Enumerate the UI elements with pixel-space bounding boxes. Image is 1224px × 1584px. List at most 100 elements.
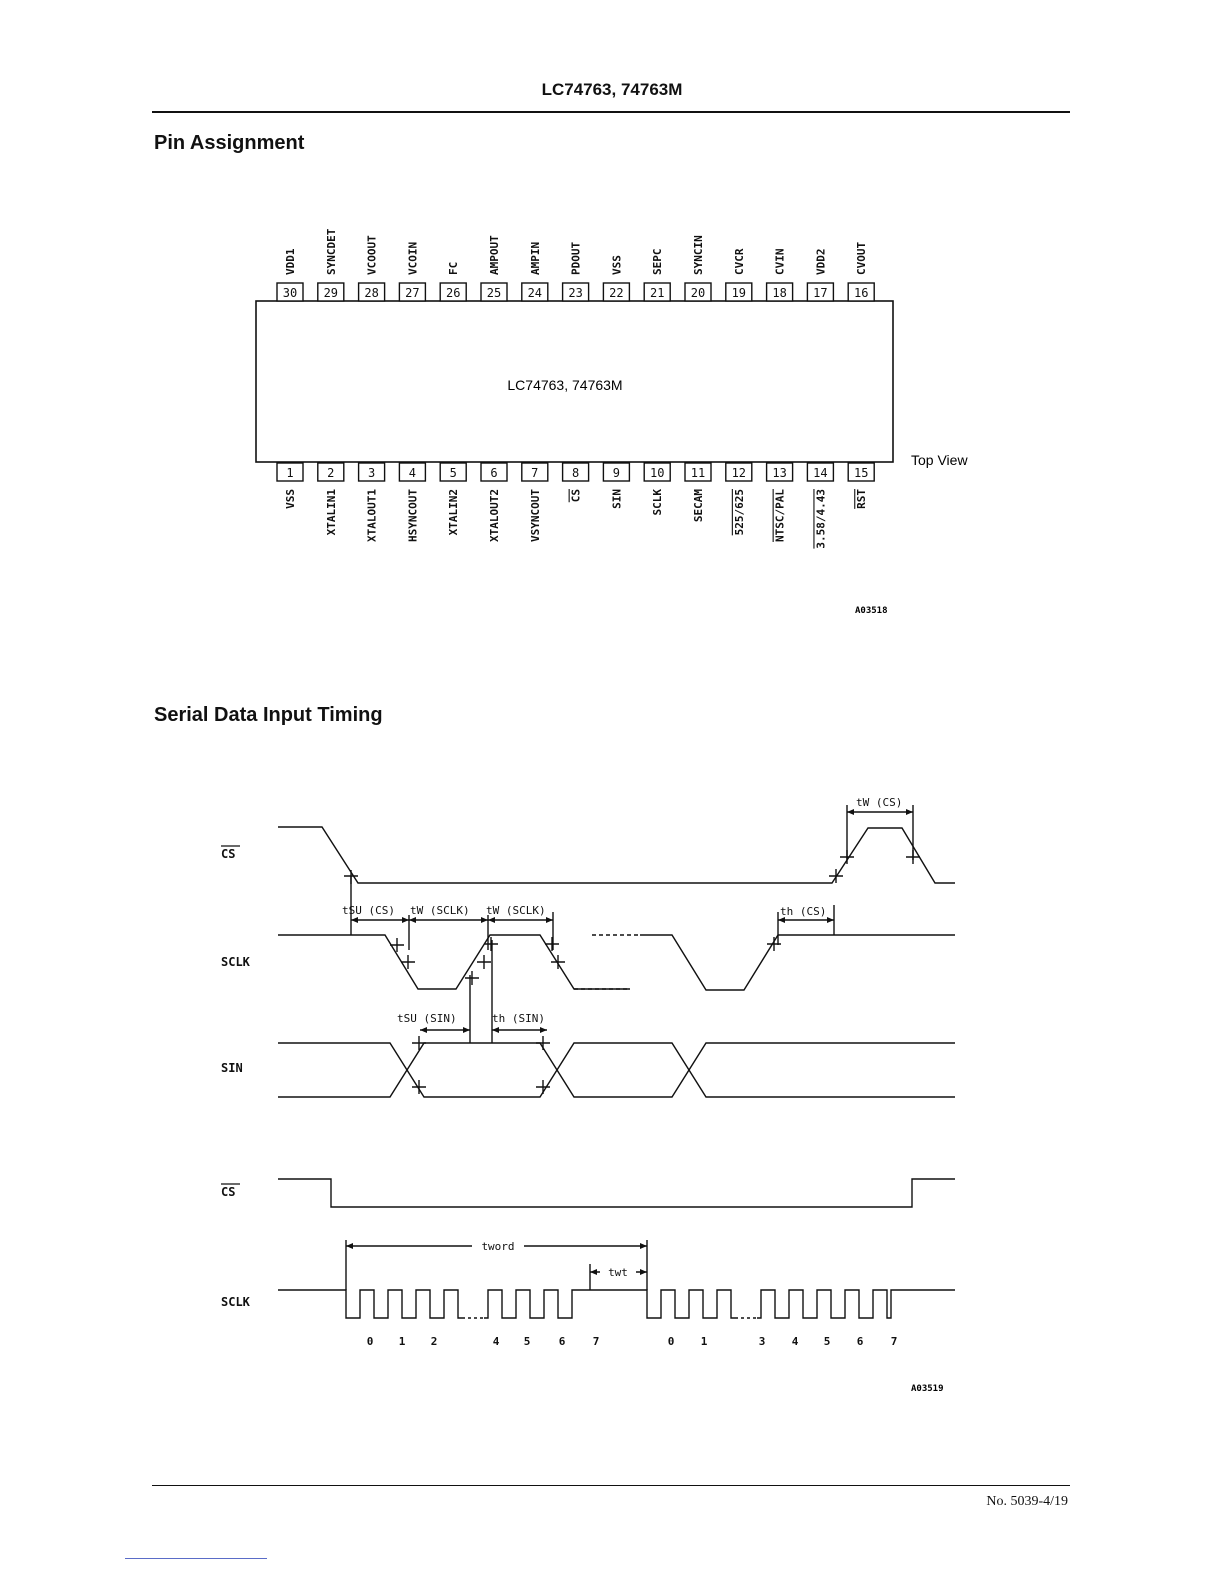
pin-box-24 <box>521 282 549 302</box>
pin-name: XTALOUT1 <box>366 489 379 542</box>
pin-box-6 <box>480 462 508 482</box>
cs2-waveform <box>278 1178 955 1208</box>
bit-label: 7 <box>891 1335 898 1348</box>
pin-number: 29 <box>324 286 338 300</box>
page-number: No. 5039-4/19 <box>986 1494 1068 1509</box>
sclk2-pulses-b <box>484 1289 735 1319</box>
pin-box-14 <box>806 462 835 482</box>
pin-name: 525/625 <box>733 489 746 535</box>
tword-label: tword <box>481 1240 514 1253</box>
tw-cs-dimension <box>846 805 914 860</box>
th-cs-label: th (CS) <box>780 905 826 918</box>
pin-number: 2 <box>327 466 334 480</box>
tsu-cs-label: tSU (CS) <box>342 904 395 917</box>
pin-name: XTALOUT2 <box>488 489 501 542</box>
pin-box-16 <box>847 282 875 302</box>
tsu-th-sin-dimension <box>420 940 547 1043</box>
tick <box>412 1036 426 1094</box>
bit-label: 6 <box>559 1335 566 1348</box>
sin-signal-label: SIN <box>221 1061 243 1075</box>
pin-number: 28 <box>364 286 378 300</box>
cs2-signal-label: CS <box>221 1185 235 1199</box>
sin-waveform-a <box>278 1042 630 1098</box>
pin-name: XTALIN2 <box>447 489 460 535</box>
pin-name: VSS <box>610 255 623 275</box>
pin-number: 18 <box>772 286 786 300</box>
pin-name: CVIN <box>774 249 787 276</box>
sclk-signal-label: SCLK <box>221 955 251 969</box>
sin-waveform-d <box>630 1042 955 1098</box>
twt-label: twt <box>608 1266 628 1279</box>
sclk2-pulses-c <box>757 1289 955 1319</box>
pin-number: 30 <box>283 286 297 300</box>
pin-number: 13 <box>772 466 786 480</box>
bit-label: 1 <box>701 1335 708 1348</box>
sclk-waveform-2 <box>640 934 955 991</box>
pin-number: 16 <box>854 286 868 300</box>
pin-number: 9 <box>613 466 620 480</box>
pin-name: CVCR <box>733 248 746 275</box>
cs-waveform <box>278 826 955 884</box>
header-rule <box>152 111 1070 113</box>
pin-box-1 <box>276 462 304 482</box>
pin-name: XTALIN1 <box>325 489 338 536</box>
pin-number: 6 <box>490 466 497 480</box>
link-underline[interactable] <box>125 1558 267 1559</box>
pin-box-19 <box>725 282 753 302</box>
pin-name: HSYNCOUT <box>406 489 419 542</box>
pin-name: SCLK <box>651 489 664 516</box>
pin-box-23 <box>561 282 590 302</box>
pin-name: VSS <box>284 489 297 509</box>
pin-name: 3.58/4.43 <box>814 489 827 549</box>
pin-name: VCOOUT <box>366 235 379 275</box>
bit-label: 1 <box>399 1335 406 1348</box>
pin-box-12 <box>725 462 753 482</box>
footer-rule <box>152 1485 1070 1486</box>
pin-name: CVOUT <box>855 242 868 275</box>
pin-number: 5 <box>450 466 457 480</box>
bit-label: 0 <box>668 1335 675 1348</box>
pin-name: SYNCDET <box>325 228 338 275</box>
tsu-sin-label: tSU (SIN) <box>397 1012 457 1025</box>
pin-number: 7 <box>531 466 538 480</box>
bit-label: 6 <box>857 1335 864 1348</box>
sclk-waveform <box>278 934 630 990</box>
bit-label: 5 <box>524 1335 531 1348</box>
pin-assignment-heading: Pin Assignment <box>154 132 305 154</box>
tw-sclk-label-2: tW (SCLK) <box>486 904 546 917</box>
pin-box-3 <box>357 462 386 482</box>
pin-name: RST <box>855 489 868 509</box>
pin-name: VDD1 <box>284 248 297 275</box>
tick <box>536 1036 550 1094</box>
tick <box>390 938 415 969</box>
pin-box-18 <box>765 282 794 302</box>
pin-name: VDD2 <box>814 249 827 276</box>
pin-box-8 <box>561 462 590 482</box>
pin-box-4 <box>398 462 427 482</box>
sclk2-pulses-a <box>278 1289 462 1319</box>
pin-number: 15 <box>854 466 868 480</box>
tword-dimension <box>345 1240 648 1290</box>
bit-label: 5 <box>824 1335 831 1348</box>
pin-name: SIN <box>610 489 623 509</box>
pin-number: 26 <box>446 286 460 300</box>
bit-label: 3 <box>759 1335 766 1348</box>
pin-box-28 <box>357 282 386 302</box>
pin-number: 3 <box>368 466 375 480</box>
pin-number: 11 <box>691 466 705 480</box>
chip-label: LC74763, 74763M <box>507 377 622 393</box>
pin-box-29 <box>317 282 345 302</box>
document-title: LC74763, 74763M <box>541 80 683 99</box>
pin-number: 14 <box>813 466 827 480</box>
pin-box-13 <box>765 462 794 482</box>
pin-name: AMPOUT <box>488 235 501 275</box>
pin-name: PDOUT <box>570 242 583 275</box>
pin-number: 21 <box>650 286 664 300</box>
pin-number: 20 <box>691 286 705 300</box>
pin-box-30 <box>276 282 304 302</box>
pin-box-25 <box>480 282 508 302</box>
pin-box-2 <box>317 462 345 482</box>
bit-label: 2 <box>431 1335 438 1348</box>
tw-cs-label: tW (CS) <box>856 796 902 809</box>
